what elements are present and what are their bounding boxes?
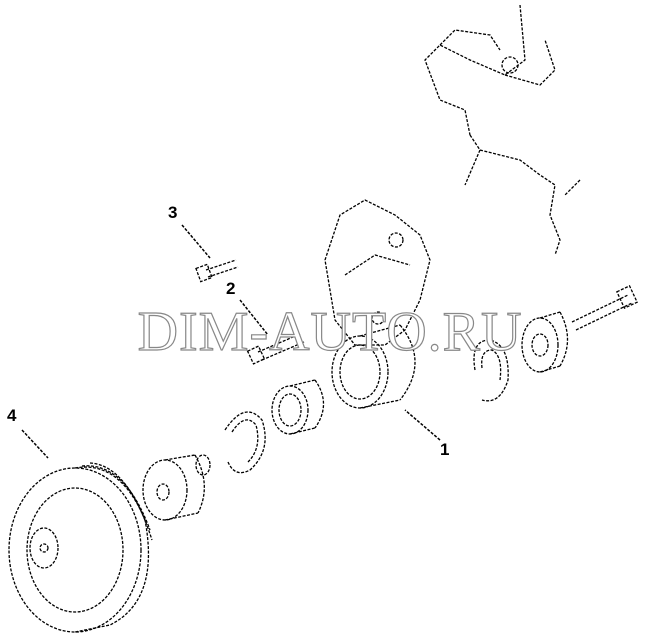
bolt-right bbox=[571, 285, 639, 331]
callout-3: 3 bbox=[168, 203, 178, 222]
snap-ring-right bbox=[473, 339, 509, 402]
tensioner-sleeve bbox=[331, 324, 416, 409]
leader-lines bbox=[21, 224, 441, 459]
callout-1: 1 bbox=[440, 440, 450, 459]
crankshaft-pulley bbox=[8, 462, 153, 633]
watermark: DIM-AUTO.RU bbox=[137, 301, 523, 363]
callout-2: 2 bbox=[226, 279, 236, 298]
idler-pulley bbox=[521, 311, 569, 373]
tensioner-bracket bbox=[324, 199, 431, 346]
engine-block-fragment bbox=[424, 4, 581, 256]
hub bbox=[142, 454, 211, 521]
snap-ring-left bbox=[224, 411, 266, 474]
bolt-2 bbox=[246, 333, 305, 365]
callout-4: 4 bbox=[7, 406, 17, 425]
bushing bbox=[271, 379, 325, 435]
bolt-3 bbox=[195, 259, 239, 283]
